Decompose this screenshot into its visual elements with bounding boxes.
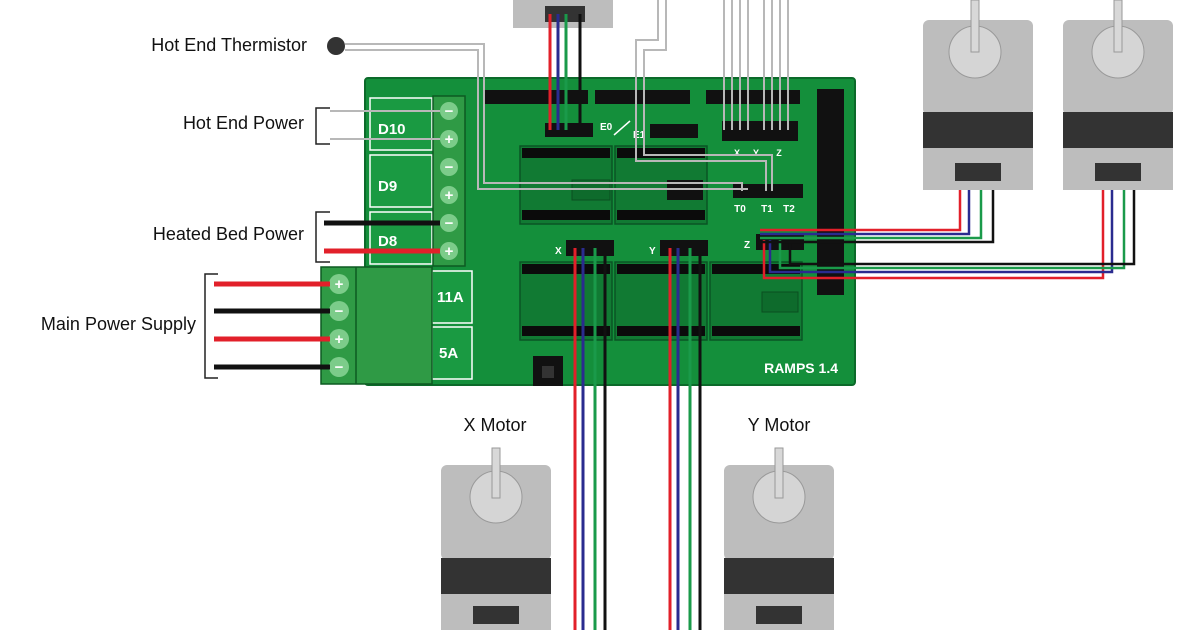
silk-t2: T2 bbox=[783, 204, 795, 215]
mosfet-d10 bbox=[369, 97, 433, 151]
mosfet-d9 bbox=[369, 154, 433, 208]
header-x-motor bbox=[566, 240, 614, 256]
e0-motor bbox=[513, 0, 613, 28]
fuse-11a bbox=[431, 270, 473, 324]
board-name: RAMPS 1.4 bbox=[764, 360, 838, 376]
silk-d8: D8 bbox=[378, 233, 397, 250]
silk-x: X bbox=[555, 246, 562, 257]
label-hot-end-thermistor: Hot End Thermistor bbox=[151, 35, 307, 55]
header-aux-3 bbox=[706, 90, 800, 104]
silk-t0: T0 bbox=[734, 204, 746, 215]
label-hot-end-power: Hot End Power bbox=[183, 113, 304, 133]
e0-motor-wires bbox=[548, 14, 582, 130]
header-aux-1 bbox=[483, 90, 588, 104]
ramps-board: D10 D9 D8 − + − + − + 11A 5A bbox=[320, 77, 856, 386]
endstop-wires bbox=[723, 0, 789, 130]
aux-grey-wires bbox=[635, 0, 773, 191]
main-terminal-plus-2: + bbox=[335, 331, 344, 348]
main-terminal-minus-2: − bbox=[335, 359, 344, 376]
header-aux-2 bbox=[595, 90, 690, 104]
header-thermistors bbox=[733, 184, 803, 198]
silk-e1: E1 bbox=[633, 130, 646, 141]
y-motor bbox=[724, 447, 834, 630]
main-terminal-minus-1: − bbox=[335, 303, 344, 320]
silk-endstop-x: X bbox=[734, 148, 740, 158]
silk-d9: D9 bbox=[378, 178, 397, 195]
label-heated-bed-power: Heated Bed Power bbox=[153, 224, 304, 244]
label-x-motor: X Motor bbox=[463, 415, 526, 435]
z-motor-right bbox=[1063, 0, 1173, 190]
power-terminal-strip bbox=[432, 95, 466, 267]
main-terminal-plus-1: + bbox=[335, 276, 344, 293]
thermistor-bead bbox=[327, 37, 345, 55]
header-endstops bbox=[722, 121, 798, 141]
silk-e0: E0 bbox=[600, 122, 613, 133]
terminal-d10-minus: − bbox=[445, 103, 454, 120]
heated-bed-wires bbox=[324, 220, 440, 254]
silk-11a: 11A bbox=[437, 289, 464, 306]
silk-y: Y bbox=[649, 246, 656, 257]
thermistor-wires bbox=[345, 43, 748, 191]
silk-t1: T1 bbox=[761, 204, 773, 215]
callout-brackets bbox=[204, 107, 330, 379]
silk-endstop-z: Z bbox=[776, 148, 782, 158]
y-motor-wires bbox=[668, 248, 702, 630]
silk-d10: D10 bbox=[378, 121, 406, 138]
z-motor-wires bbox=[760, 180, 1136, 280]
terminal-d8-plus: + bbox=[445, 243, 454, 260]
silk-5a: 5A bbox=[439, 345, 458, 362]
terminal-d10-plus: + bbox=[445, 131, 454, 148]
silk-z: Z bbox=[744, 240, 750, 251]
header-e0 bbox=[545, 123, 593, 137]
x-motor-wires bbox=[573, 248, 607, 630]
label-y-motor: Y Motor bbox=[748, 415, 811, 435]
main-power-wires bbox=[214, 281, 330, 370]
silk-endstop-y: Y bbox=[753, 148, 759, 158]
z-motor-left bbox=[923, 0, 1033, 190]
x-motor bbox=[441, 447, 551, 630]
hot-end-power-wires bbox=[330, 110, 440, 140]
label-main-power-supply: Main Power Supply bbox=[41, 314, 196, 334]
terminal-d9-minus: − bbox=[445, 159, 454, 176]
terminal-d9-plus: + bbox=[445, 187, 454, 204]
terminal-d8-minus: − bbox=[445, 215, 454, 232]
header-e1 bbox=[650, 124, 698, 138]
terminal-screws bbox=[440, 102, 458, 260]
main-power-screws bbox=[329, 274, 349, 377]
header-aux-side bbox=[817, 89, 844, 295]
header-y-motor bbox=[660, 240, 708, 256]
